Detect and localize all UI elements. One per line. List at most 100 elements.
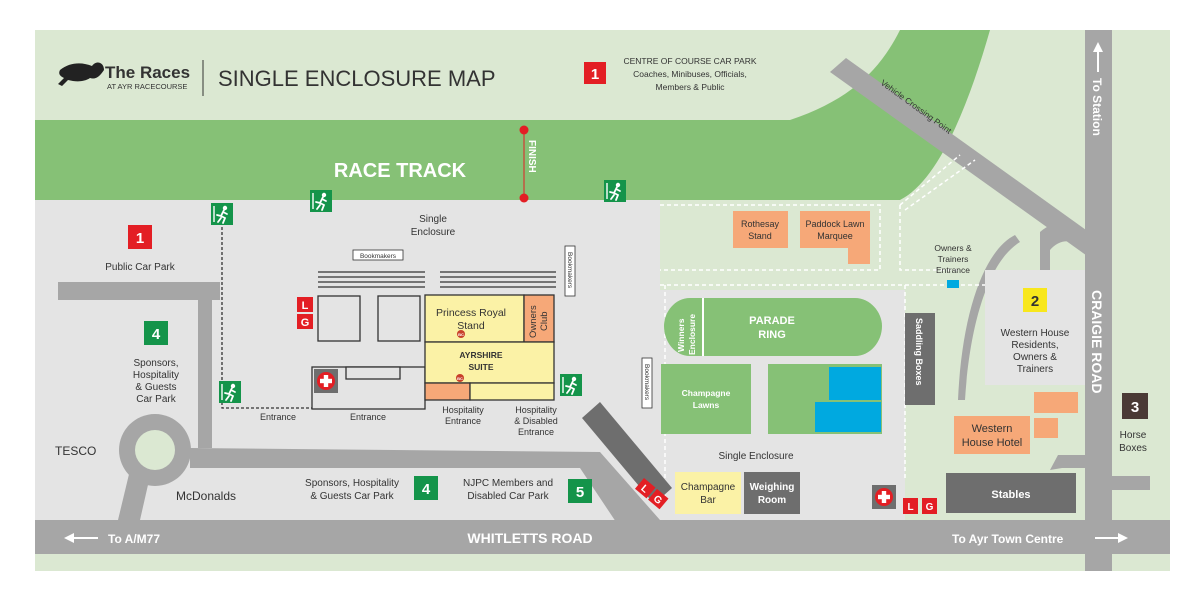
car-park-badge-4-south	[414, 476, 438, 500]
race-track-label: RACE TRACK	[334, 160, 467, 182]
champagne-lawns-label-2: Lawns	[693, 400, 720, 410]
western-line3: Owners &	[1013, 352, 1057, 363]
sponsors-line2: Hospitality	[133, 370, 179, 381]
ayrshire-suite-base-2	[469, 382, 555, 401]
rothesay-stand	[733, 211, 788, 248]
lift-g-label-east: G	[926, 502, 934, 513]
brand-subtitle: AT AYR RACECOURSE	[107, 82, 187, 91]
hosp-disabled-3: Entrance	[518, 427, 554, 437]
emergency-exit-icon	[559, 373, 583, 397]
sponsors-south-line1: Sponsors, Hospitality	[305, 478, 399, 489]
lift-l-badge	[297, 297, 313, 312]
single-enclosure-south-label: Single Enclosure	[718, 451, 793, 462]
car-park-1-centre-number: 1	[591, 66, 599, 83]
western-house-hotel	[954, 416, 1030, 454]
rothesay-label-1: Rothesay	[741, 219, 780, 229]
entrance-path	[221, 222, 312, 409]
paddock-label-1: Paddock Lawn	[805, 219, 864, 229]
arrow-right-icon	[1095, 533, 1128, 543]
car-park-5-number: 5	[576, 484, 584, 501]
blue-pool-bottom	[815, 402, 881, 432]
entrance-label-1: Entrance	[260, 412, 296, 422]
car-park-4-south-number: 4	[422, 481, 431, 498]
lift-badges-angled: L G	[635, 478, 669, 510]
car-park-badge-2	[1023, 288, 1047, 312]
car-park-badge-5	[568, 479, 592, 503]
stand-block-1	[317, 295, 361, 342]
horse-boxes-line2: Boxes	[1119, 443, 1147, 454]
svg-text:L: L	[638, 483, 650, 495]
mcdonalds-road	[190, 448, 660, 528]
lift-g-badge-east	[922, 498, 937, 514]
western-line1: Western House	[1001, 328, 1070, 339]
car-park-2-number: 2	[1031, 293, 1039, 310]
paddock-lawn-marquee	[800, 211, 870, 248]
car-park-badge-3	[1122, 393, 1148, 419]
arrow-up-icon	[1093, 42, 1103, 72]
finish-post-top	[519, 125, 529, 135]
bc-label: BC	[458, 332, 464, 337]
first-aid-icon	[314, 369, 338, 393]
champagne-bar-label-1: Champagne	[681, 482, 736, 493]
arrow-left-icon	[64, 533, 98, 543]
to-station-label: To Station	[1090, 78, 1104, 136]
emergency-exit-icon	[603, 179, 627, 203]
left-access-road	[58, 282, 220, 448]
winners-label-2: Enclosure	[687, 314, 697, 355]
horse-box-road	[1105, 476, 1150, 490]
sponsors-line4: Car Park	[136, 394, 176, 405]
weighing-room	[744, 472, 800, 514]
emergency-exit-icon	[309, 189, 333, 213]
single-enclosure-label-2: Enclosure	[411, 227, 456, 238]
bookmakers-label-3: Bookmakers	[643, 364, 650, 401]
lift-l-label: L	[302, 300, 309, 312]
finish-label: FINISH	[526, 140, 537, 173]
stables	[946, 473, 1076, 513]
hotel-drive	[1050, 455, 1090, 470]
single-enclosure-label-1: Single	[419, 214, 447, 225]
centre-car-park-line2: Coaches, Minibuses, Officials,	[633, 69, 747, 79]
bookmakers-label: Bookmakers	[360, 253, 397, 260]
car-park-badge-1-centre	[584, 62, 606, 84]
lift-g-label: G	[301, 317, 310, 329]
race-track	[35, 30, 990, 200]
hotel-annex-2	[1034, 418, 1058, 438]
western-path	[958, 235, 1020, 400]
owners-club-label-2: Club	[539, 311, 550, 331]
entrance-marker	[947, 280, 959, 288]
bc-label-2: BC	[457, 376, 463, 381]
walkway-dashes	[660, 154, 1000, 500]
ayrshire-suite-label-1: AYRSHIRE	[459, 350, 502, 360]
blue-pool-top	[829, 367, 881, 400]
princess-royal-label-1: Princess Royal	[436, 307, 506, 319]
bookmakers-label-2: Bookmakers	[566, 252, 573, 289]
first-aid-icon	[872, 485, 896, 509]
paddock-lawn-marquee-ext	[848, 248, 870, 264]
tesco-label: TESCO	[55, 444, 96, 458]
stand-block-2	[377, 295, 421, 342]
bc-icon-2	[456, 374, 464, 382]
whitletts-road	[35, 520, 1170, 554]
western-hotel-label-1: Western	[972, 423, 1013, 435]
roundabout-exit	[118, 470, 150, 520]
njpc-line1: NJPC Members and	[463, 478, 553, 489]
weighing-room-label-2: Room	[758, 495, 786, 506]
njpc-line2: Disabled Car Park	[467, 491, 549, 502]
lift-l-label-east: L	[907, 502, 913, 513]
weighing-room-label-1: Weighing	[750, 482, 795, 493]
entrance-label-2: Entrance	[350, 412, 386, 422]
car-park-4-west-number: 4	[152, 326, 161, 343]
weighing-annex	[582, 402, 672, 504]
to-am77-label: To A/M77	[108, 532, 160, 546]
champagne-bar-label-2: Bar	[700, 495, 716, 506]
emergency-exit-icon	[218, 380, 242, 404]
service-road	[1040, 222, 1090, 270]
hotel-annex-1	[1034, 392, 1078, 413]
sponsors-south-line2: & Guests Car Park	[310, 491, 394, 502]
car-park-1-public-number: 1	[136, 230, 144, 247]
owners-club-label-1: Owners	[528, 305, 539, 338]
rothesay-label-2: Stand	[748, 231, 772, 241]
hospitality-entrance-2: Entrance	[445, 416, 481, 426]
to-ayr-label: To Ayr Town Centre	[952, 532, 1064, 546]
